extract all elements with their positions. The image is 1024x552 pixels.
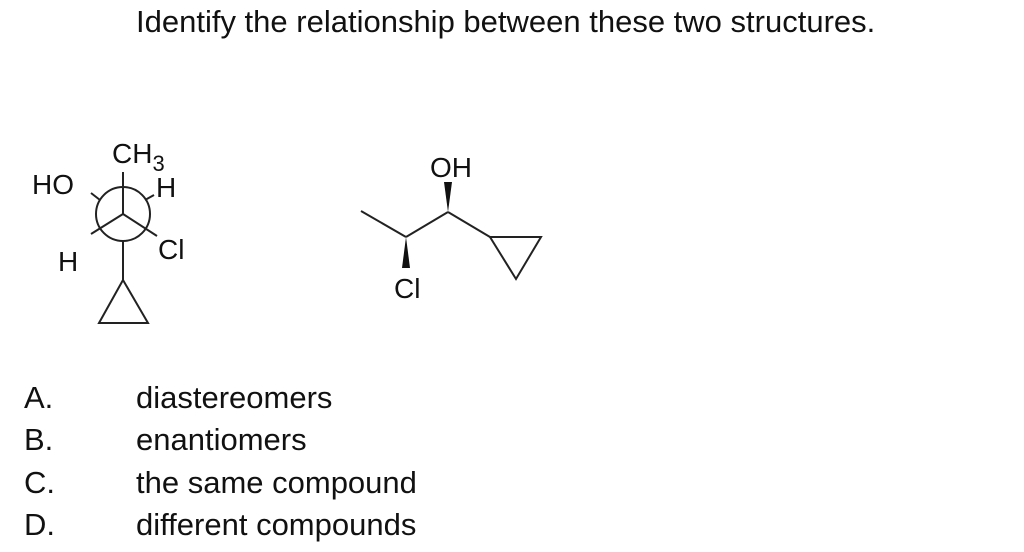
newman-h-front-label: H <box>58 246 78 277</box>
newman-ho-label: HO <box>32 169 74 200</box>
option-letter: D. <box>24 507 55 542</box>
skeletal-cl-label: Cl <box>394 273 420 304</box>
skeletal-oh-label: OH <box>430 152 472 183</box>
oh-wedge-bond <box>444 182 452 212</box>
newman-ch3-label: CH3 <box>112 138 165 176</box>
option-text: diastereomers <box>136 380 333 415</box>
option-text: different compounds <box>136 507 417 542</box>
option-letter: C. <box>24 465 55 500</box>
newman-h-back-label: H <box>156 172 176 203</box>
option-letter: B. <box>24 422 54 457</box>
newman-cl-label: Cl <box>158 234 184 265</box>
skeletal-structure <box>360 210 543 281</box>
cl-wedge-bond <box>402 237 410 268</box>
option-text: the same compound <box>136 465 417 500</box>
option-text: enantiomers <box>136 422 307 457</box>
option-letter: A. <box>24 380 54 415</box>
question-text: Identify the relationship between these … <box>136 4 876 39</box>
newman-projection <box>90 172 158 324</box>
